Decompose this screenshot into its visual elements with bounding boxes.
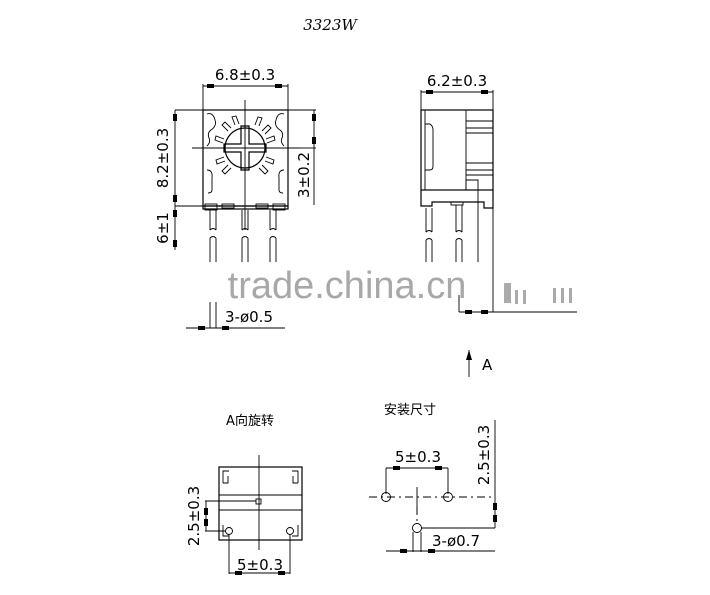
front-pin-diameter-dim: 3-ø0.5 xyxy=(225,308,273,326)
rotated-view-caption: A向旋转 xyxy=(226,413,274,429)
rotated-pin-offset-dim: 2.5±0.3 xyxy=(185,486,203,546)
mounting-pin-offset-dim: 2.5±0.3 xyxy=(475,425,493,485)
mounting-pin-pitch-dim: 5±0.3 xyxy=(395,448,441,466)
drawing-title: 3323W xyxy=(303,16,358,34)
rotated-view: A向旋转 5±0.3 2.5±0.3 xyxy=(185,413,303,575)
view-arrow: A xyxy=(466,350,493,377)
front-pin-length-dim: 6±1 xyxy=(154,212,172,244)
mounting-dimensions: 安装尺寸 5±0.3 2.5±0.3 3-ø0.7 xyxy=(369,403,497,553)
front-view: 6.8±0.3 xyxy=(154,66,316,330)
side-view: 6.2±0.3 xyxy=(420,72,577,314)
mounting-caption: 安装尺寸 xyxy=(384,403,436,418)
front-height-dim: 8.2±0.3 xyxy=(154,128,172,188)
mounting-hole-diameter-dim: 3-ø0.7 xyxy=(432,532,480,550)
front-center-height-dim: 3±0.2 xyxy=(295,152,313,198)
view-arrow-label: A xyxy=(482,356,493,374)
rotated-pin-pitch-dim: 5±0.3 xyxy=(237,556,283,574)
watermark: trade.china.cn xyxy=(228,265,467,307)
side-width-dim: 6.2±0.3 xyxy=(427,72,487,90)
front-width-dim: 6.8±0.3 xyxy=(215,66,275,84)
